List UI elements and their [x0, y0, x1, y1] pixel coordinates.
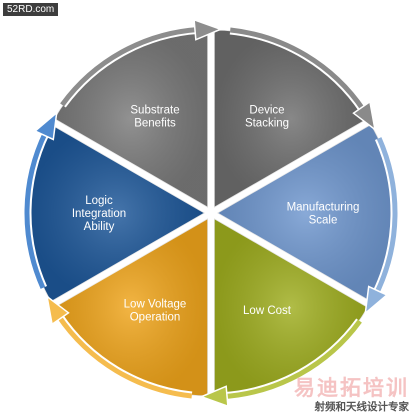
cycle-arrow-substrate-benefits — [60, 26, 199, 107]
cycle-arrow-low-cost — [223, 319, 362, 400]
segment-label-line: Integration — [72, 208, 126, 220]
segment-label-line: Ability — [84, 221, 115, 233]
cycle-arrow-head-substrate-benefits — [193, 18, 223, 41]
cycle-arrow-manufacturing-scale — [374, 137, 398, 295]
segment-label-line: Stacking — [245, 118, 289, 130]
segment-label-line: Logic — [85, 195, 113, 207]
segment-label-line: Operation — [130, 311, 181, 323]
brand-watermark-title: 易迪拓培训 — [294, 376, 409, 400]
segment-label-low-cost: Low Cost — [243, 305, 292, 317]
segment-label-line: Low Voltage — [124, 298, 187, 310]
cycle-arrow-head-logic-integration-ability — [33, 110, 58, 141]
cycle-arrow-low-voltage-operation — [56, 314, 193, 399]
cycle-arrow-head-low-cost — [199, 385, 229, 408]
segment-shade-manufacturing-scale — [217, 124, 395, 302]
cycle-arrow-logic-integration-ability — [24, 131, 48, 289]
segment-label-line: Substrate — [130, 105, 179, 117]
cycle-arrow-head-manufacturing-scale — [364, 285, 389, 316]
segment-shade-logic-integration-ability — [26, 124, 206, 302]
segment-label-line: Low Cost — [243, 305, 292, 317]
cycle-arrow-head-low-voltage-operation — [45, 294, 70, 326]
segment-label-line: Scale — [309, 215, 338, 227]
site-watermark: 52RD.com — [3, 3, 59, 16]
segment-label-line: Device — [249, 105, 284, 117]
cycle-arrow-head-device-stacking — [352, 100, 377, 132]
brand-watermark: 易迪拓培训 射频和天线设计专家 — [219, 377, 409, 414]
brand-watermark-subtitle: 射频和天线设计专家 — [314, 401, 410, 413]
cycle-arrow-device-stacking — [229, 27, 366, 112]
segment-label-line: Benefits — [134, 118, 176, 130]
segment-label-line: Manufacturing — [287, 202, 360, 214]
